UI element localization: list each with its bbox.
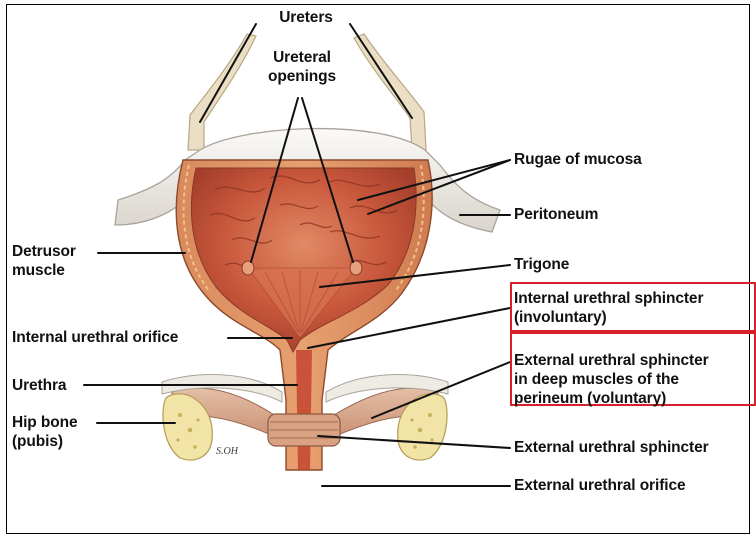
label-external-urethral-orifice: External urethral orifice xyxy=(514,476,686,495)
external-sphincter-band xyxy=(268,414,340,446)
label-trigone: Trigone xyxy=(514,255,569,274)
label-rugae-of-mucosa: Rugae of mucosa xyxy=(514,150,642,169)
label-internal-urethral-sphincter: Internal urethral sphincter (involuntary… xyxy=(514,289,703,327)
label-external-urethral-sphincter: External urethral sphincter xyxy=(514,438,709,457)
label-detrusor-muscle: Detrusor muscle xyxy=(12,242,76,280)
label-hip-bone: Hip bone (pubis) xyxy=(12,413,78,451)
label-ureteral-openings: Ureteral openings xyxy=(252,48,352,86)
label-external-urethral-sphincter-deep: External urethral sphincter in deep musc… xyxy=(514,351,709,408)
artist-signature: S.OH xyxy=(216,446,238,457)
label-urethra: Urethra xyxy=(12,376,66,395)
label-peritoneum: Peritoneum xyxy=(514,205,598,224)
label-ureters: Ureters xyxy=(262,8,350,27)
urethra-lumen xyxy=(296,350,312,470)
label-internal-urethral-orifice: Internal urethral orifice xyxy=(12,328,178,347)
